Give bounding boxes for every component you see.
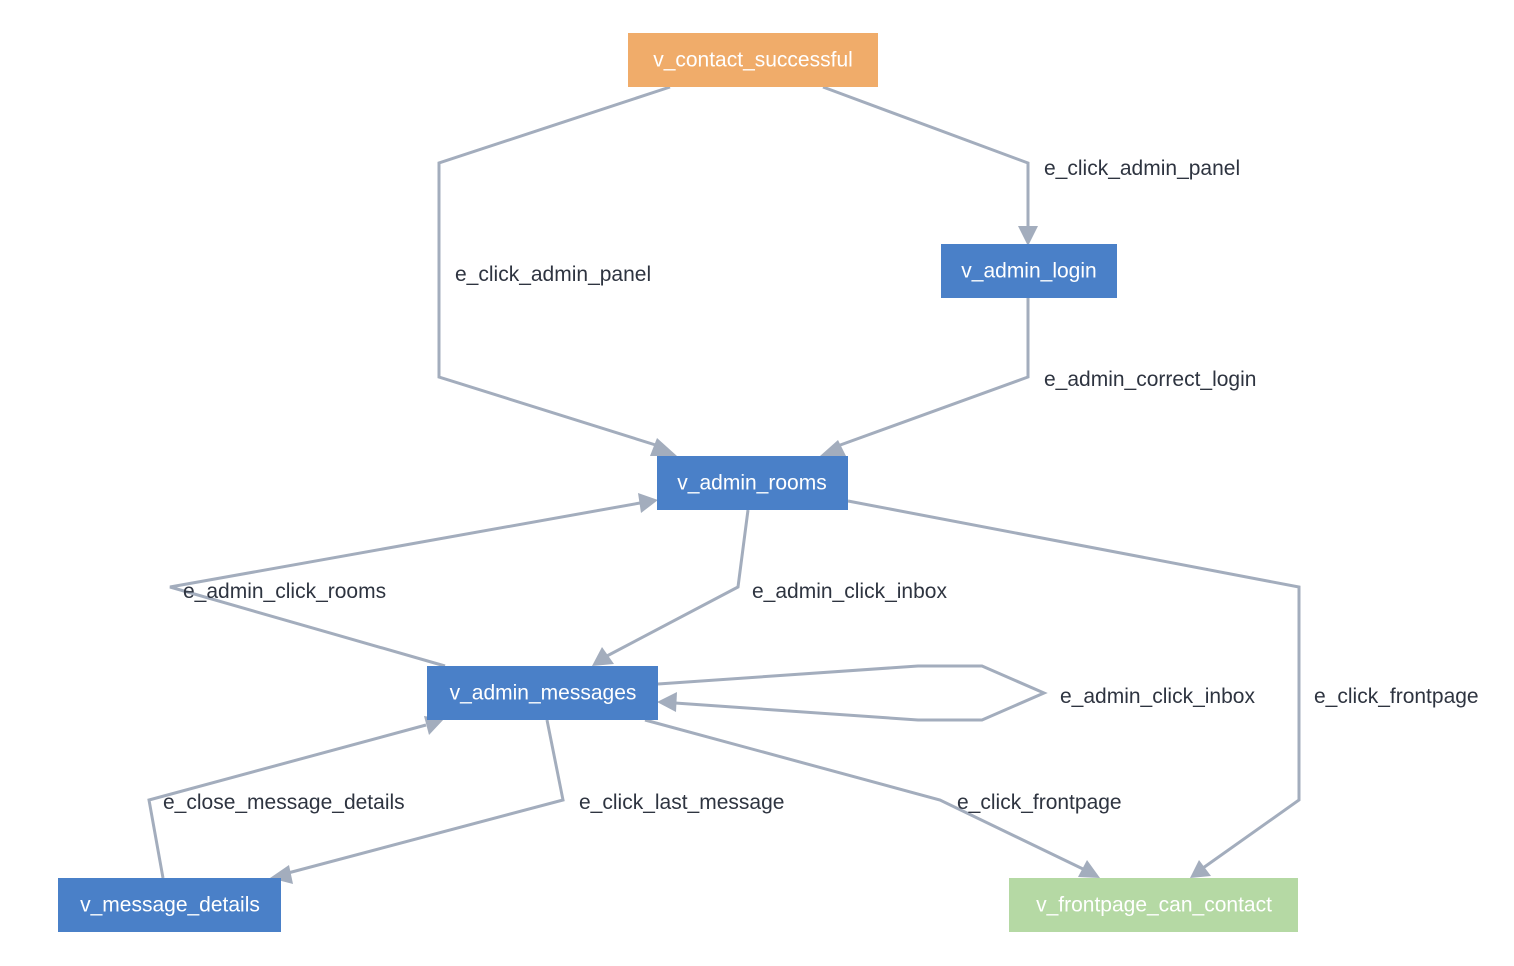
edge-line xyxy=(604,509,750,659)
edge-line xyxy=(644,718,1084,871)
edge-login-to-rooms xyxy=(820,298,1030,456)
edge-label: e_close_message_details xyxy=(163,791,405,814)
edge-label: e_admin_click_inbox xyxy=(1060,685,1255,708)
node-label: v_admin_login xyxy=(961,260,1096,283)
edge-contact-to-rooms xyxy=(437,85,677,456)
edge-messages-to-rooms xyxy=(169,493,658,668)
edge-line xyxy=(437,85,671,449)
edge-line xyxy=(831,298,1030,450)
node-admin-login[interactable]: v_admin_login xyxy=(941,244,1117,298)
edge-label: e_click_frontpage xyxy=(1314,685,1479,708)
node-frontpage-can-contact[interactable]: v_frontpage_can_contact xyxy=(1009,878,1298,932)
node-box xyxy=(1009,878,1298,932)
arrowhead-icon xyxy=(592,647,614,666)
arrowhead-icon xyxy=(638,493,658,513)
node-label: v_admin_rooms xyxy=(677,472,826,495)
edge-line xyxy=(822,85,1030,228)
arrowhead-icon xyxy=(650,438,677,456)
edge-rooms-to-messages xyxy=(592,509,750,666)
node-label: v_admin_messages xyxy=(450,682,637,705)
node-admin-messages[interactable]: v_admin_messages xyxy=(427,666,658,720)
edge-label: e_click_last_message xyxy=(579,791,784,814)
node-box xyxy=(657,456,848,510)
arrowhead-icon xyxy=(820,440,846,456)
edge-line xyxy=(169,501,641,668)
edge-label: e_admin_click_rooms xyxy=(183,580,386,603)
edge-line xyxy=(847,499,1301,870)
edge-label: e_click_frontpage xyxy=(957,791,1122,814)
node-contact-successful[interactable]: v_contact_successful xyxy=(628,33,878,87)
arrowhead-icon xyxy=(424,716,444,735)
arrowhead-icon xyxy=(1190,860,1211,878)
node-message-details[interactable]: v_message_details xyxy=(58,878,281,932)
edge-label: e_click_admin_panel xyxy=(455,263,651,286)
edge-label: e_admin_correct_login xyxy=(1044,368,1256,391)
edge-messages-self-loop xyxy=(657,664,1048,722)
edge-contact-to-login xyxy=(822,85,1038,246)
edge-line xyxy=(147,723,427,879)
edge-line xyxy=(657,664,1048,722)
edge-label: e_click_admin_panel xyxy=(1044,157,1240,180)
node-box xyxy=(58,878,281,932)
edge-label: e_admin_click_inbox xyxy=(752,580,947,603)
node-box xyxy=(941,244,1117,298)
edge-details-to-messages xyxy=(147,716,444,879)
node-admin-rooms[interactable]: v_admin_rooms xyxy=(657,456,848,510)
node-label: v_contact_successful xyxy=(653,49,853,72)
edge-rooms-to-frontpage xyxy=(847,499,1301,878)
arrowhead-icon xyxy=(1078,860,1100,878)
node-box xyxy=(427,666,658,720)
node-label: v_frontpage_can_contact xyxy=(1036,894,1272,917)
arrowhead-icon xyxy=(1018,226,1038,246)
edge-messages-to-frontpage xyxy=(644,718,1100,878)
node-box xyxy=(628,33,878,87)
arrowhead-icon xyxy=(657,692,677,712)
edge-line xyxy=(287,719,565,875)
node-label: v_message_details xyxy=(80,894,260,917)
